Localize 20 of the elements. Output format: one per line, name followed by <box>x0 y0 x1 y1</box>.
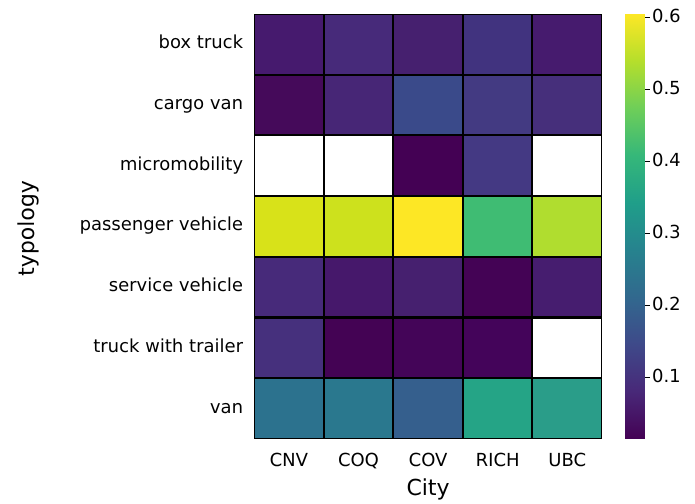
row-label: micromobility <box>120 156 243 174</box>
tick-label: 0.3 <box>652 224 681 242</box>
row-label: service vehicle <box>108 277 243 296</box>
row-label: passenger vehicle <box>80 216 243 234</box>
column-label: COQ <box>338 452 379 470</box>
row-label: truck with trailer <box>93 338 243 356</box>
y-axis-title: typology <box>17 180 39 276</box>
tick-label: 0.5 <box>652 80 681 98</box>
tick-label: 0.2 <box>652 296 681 314</box>
row-label: van <box>210 398 243 417</box>
row-label: cargo van <box>154 95 243 114</box>
x-axis-title: City <box>406 478 450 500</box>
tick-label: 0.1 <box>652 368 681 386</box>
column-label: UBC <box>548 452 586 470</box>
column-label: RICH <box>476 452 520 470</box>
column-label: COV <box>408 452 448 470</box>
tick-label: 0.4 <box>652 152 681 170</box>
column-label: CNV <box>270 452 308 470</box>
tick-label: 0.6 <box>652 8 681 26</box>
row-label: box truck <box>158 34 243 52</box>
